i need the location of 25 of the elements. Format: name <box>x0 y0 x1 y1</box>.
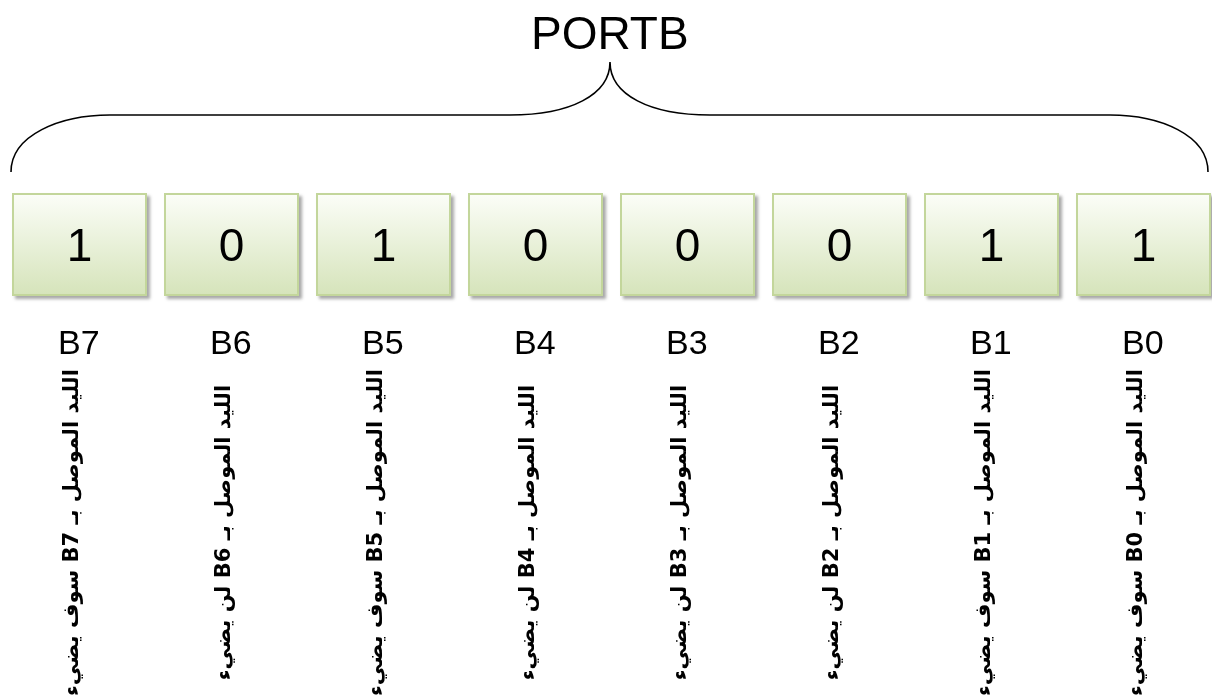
bit-label: B2 <box>818 325 860 359</box>
title: PORTB <box>531 10 689 56</box>
vertical-note: الليد الموصل بـ B7 سوف يضيء <box>60 368 82 695</box>
bit-label: B4 <box>514 325 556 359</box>
vertical-note: الليد الموصل بـ B6 لن يضيء <box>212 384 234 680</box>
vertical-note: الليد الموصل بـ B0 سوف يضيء <box>1124 368 1146 695</box>
vertical-note: الليد الموصل بـ B3 لن يضيء <box>668 384 690 680</box>
bit-box: 0 <box>468 193 603 296</box>
bit-label: B5 <box>362 325 404 359</box>
vertical-note: الليد الموصل بـ B1 سوف يضيء <box>972 368 994 695</box>
bit-box: 0 <box>772 193 907 296</box>
bit-label: B0 <box>1122 325 1164 359</box>
bit-box: 1 <box>316 193 451 296</box>
bit-box: 1 <box>12 193 147 296</box>
bit-box: 0 <box>620 193 755 296</box>
bit-label: B1 <box>970 325 1012 359</box>
bit-box: 1 <box>1076 193 1211 296</box>
bit-box: 0 <box>164 193 299 296</box>
vertical-note: الليد الموصل بـ B4 لن يضيء <box>516 384 538 680</box>
vertical-note: الليد الموصل بـ B2 لن يضيء <box>820 384 842 680</box>
bit-label: B3 <box>666 325 708 359</box>
bit-label: B7 <box>58 325 100 359</box>
bit-label: B6 <box>210 325 252 359</box>
vertical-note: الليد الموصل بـ B5 سوف يضيء <box>364 368 386 695</box>
bit-box: 1 <box>924 193 1059 296</box>
